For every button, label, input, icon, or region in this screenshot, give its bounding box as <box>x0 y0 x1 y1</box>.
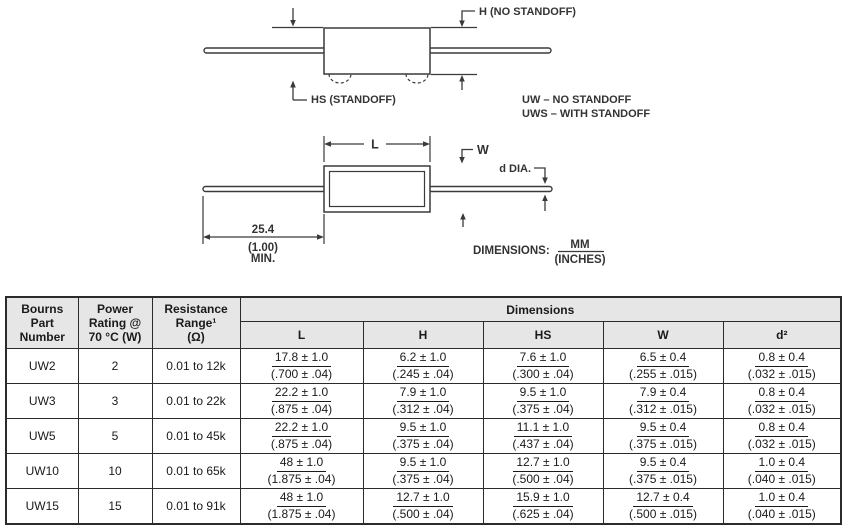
resistor-top-view-drawing <box>202 136 604 253</box>
col-header-W: W <box>602 321 724 349</box>
table-row-uw15: UW15 15 0.01 to 91k 48 ± 1.0(1.875 ± .04… <box>5 488 842 524</box>
power-rating: 2 <box>77 348 153 384</box>
w-dimension-bracket <box>459 148 473 164</box>
dim-L: 22.2 ± 1.0(.875 ± .04) <box>239 418 364 454</box>
l-dimension-label: L <box>371 138 379 152</box>
dim-d: 0.8 ± 0.4(.032 ± .015) <box>722 348 842 384</box>
w-bottom-arrow <box>460 213 466 227</box>
lead-wire-right <box>428 185 553 193</box>
lead-wire-right <box>428 47 552 54</box>
dim-L: 48 ± 1.0(1.875 ± .04) <box>239 453 364 489</box>
resistance-range: 0.01 to 65k <box>151 453 241 489</box>
dim-H: 9.5 ± 1.0(.375 ± .04) <box>362 453 484 489</box>
dim-W: 6.5 ± 0.4(.255 ± .015) <box>602 348 724 384</box>
col-header-power: Power Rating @ 70 °C (W) <box>77 296 153 349</box>
resistance-range: 0.01 to 91k <box>151 488 241 524</box>
resistance-range: 0.01 to 12k <box>151 348 241 384</box>
resistor-body-inner <box>328 170 426 208</box>
resistance-range: 0.01 to 22k <box>151 383 241 419</box>
lead-min-in: (1.00) <box>248 242 278 254</box>
dim-H: 6.2 ± 1.0(.245 ± .04) <box>362 348 484 384</box>
table-row-uw2: UW2 2 0.01 to 12k 17.8 ± 1.0(.700 ± .04)… <box>5 348 842 384</box>
h-dimension-bracket <box>459 10 475 27</box>
power-rating: 15 <box>77 488 153 524</box>
standoff-foot-left <box>328 73 352 84</box>
dim-W: 7.9 ± 0.4(.312 ± .015) <box>602 383 724 419</box>
w-dimension-label: W <box>477 143 489 157</box>
dim-HS: 12.7 ± 1.0(.500 ± .04) <box>482 453 604 489</box>
lead-min-suffix: MIN. <box>251 253 275 265</box>
unit-inches: (INCHES) <box>554 254 605 266</box>
dim-H: 12.7 ± 1.0(.500 ± .04) <box>362 488 484 524</box>
dim-HS: 7.6 ± 1.0(.300 ± .04) <box>482 348 604 384</box>
dim-H: 9.5 ± 1.0(.375 ± .04) <box>362 418 484 454</box>
specifications-table: Bourns Part Number Power Rating @ 70 °C … <box>5 296 843 525</box>
col-header-part: Bourns Part Number <box>5 296 79 349</box>
part-number: UW5 <box>5 418 79 454</box>
col-header-L: L <box>239 321 364 349</box>
table-row-uw5: UW5 5 0.01 to 45k 22.2 ± 1.0(.875 ± .04)… <box>5 418 842 454</box>
standoff-foot-right <box>405 73 429 84</box>
table-row-uw10: UW10 10 0.01 to 65k 48 ± 1.0(1.875 ± .04… <box>5 453 842 489</box>
lead-min-mm: 25.4 <box>252 224 275 236</box>
resistor-side-view-drawing <box>203 8 552 101</box>
dim-d: 1.0 ± 0.4(.040 ± .015) <box>722 488 842 524</box>
col-header-d: d² <box>722 321 842 349</box>
resistor-body-outer <box>323 165 431 213</box>
dim-L: 22.2 ± 1.0(.875 ± .04) <box>239 383 364 419</box>
dim-L: 17.8 ± 1.0(.700 ± .04) <box>239 348 364 384</box>
note-uws: UWS – WITH STANDOFF <box>522 108 650 120</box>
part-number: UW2 <box>5 348 79 384</box>
note-uw: UW – NO STANDOFF <box>522 94 631 106</box>
dim-L: 48 ± 1.0(1.875 ± .04) <box>239 488 364 524</box>
col-header-H: H <box>362 321 484 349</box>
table-row-uw3: UW3 3 0.01 to 22k 22.2 ± 1.0(.875 ± .04)… <box>5 383 842 419</box>
d-dia-label: d DIA. <box>499 163 531 175</box>
unit-mm: MM <box>570 239 589 251</box>
lead-length-dimension <box>202 196 325 244</box>
power-rating: 5 <box>77 418 153 454</box>
dim-HS: 11.1 ± 1.0(.437 ± .04) <box>482 418 604 454</box>
part-number: UW10 <box>5 453 79 489</box>
resistor-body <box>323 27 431 75</box>
part-number: UW3 <box>5 383 79 419</box>
dimension-drawings: H (NO STANDOFF) HS (STANDOFF) UW – NO ST… <box>202 6 650 266</box>
h-bottom-arrow <box>459 75 465 90</box>
dim-H: 7.9 ± 1.0(.312 ± .04) <box>362 383 484 419</box>
lead-wire-left <box>202 185 326 193</box>
h-dimension-label: H (NO STANDOFF) <box>479 6 576 18</box>
power-rating: 3 <box>77 383 153 419</box>
hs-dimension-bracket <box>290 80 307 101</box>
lead-wire-left <box>203 47 327 54</box>
part-number: UW15 <box>5 488 79 524</box>
dim-d: 0.8 ± 0.4(.032 ± .015) <box>722 383 842 419</box>
hs-dimension-label: HS (STANDOFF) <box>311 94 396 106</box>
dimensions-caption: DIMENSIONS: <box>473 245 550 257</box>
dim-d: 1.0 ± 0.4(.040 ± .015) <box>722 453 842 489</box>
l-dimension-line <box>324 141 430 147</box>
dim-W: 9.5 ± 0.4(.375 ± .015) <box>602 453 724 489</box>
d-dia-bracket <box>534 167 548 211</box>
dim-W: 12.7 ± 0.4(.500 ± .015) <box>602 488 724 524</box>
dim-d: 0.8 ± 0.4(.032 ± .015) <box>722 418 842 454</box>
dim-HS: 15.9 ± 1.0(.625 ± .04) <box>482 488 604 524</box>
col-header-dimensions: Dimensions <box>239 296 842 322</box>
dim-W: 9.5 ± 0.4(.375 ± .015) <box>602 418 724 454</box>
col-header-HS: HS <box>482 321 604 349</box>
col-header-resistance: Resistance Range¹ (Ω) <box>151 296 241 349</box>
h-top-arrow <box>290 8 296 27</box>
resistance-range: 0.01 to 45k <box>151 418 241 454</box>
dim-HS: 9.5 ± 1.0(.375 ± .04) <box>482 383 604 419</box>
power-rating: 10 <box>77 453 153 489</box>
